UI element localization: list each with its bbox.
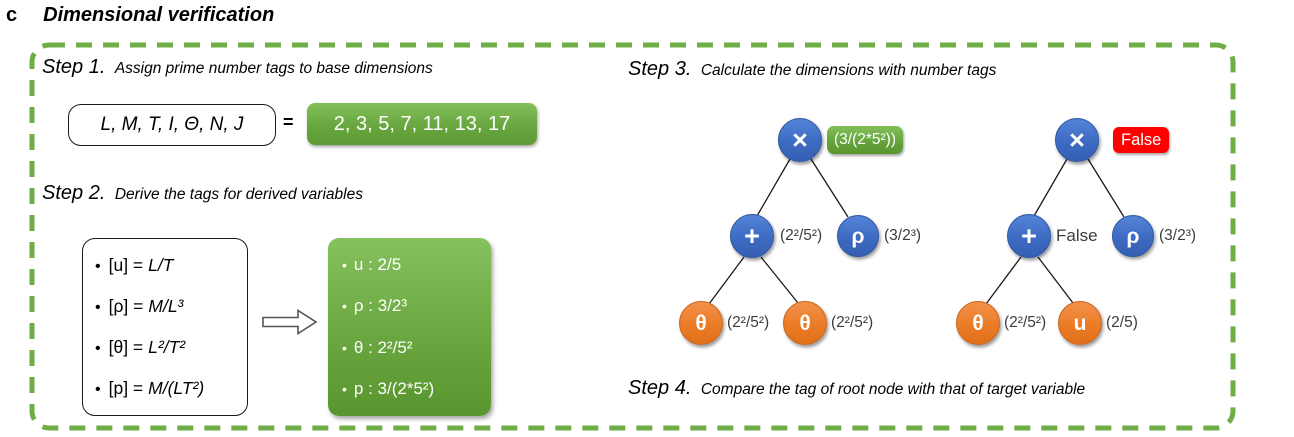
tree-left-theta2-node: θ — [783, 301, 827, 345]
derived-formula: M/(LT²) — [148, 378, 205, 398]
step2-description: Derive the tags for derived variables — [114, 186, 363, 203]
tree-right-plus-node: + — [1007, 214, 1051, 258]
plus-icon: + — [1021, 220, 1037, 251]
derived-formula: M/L³ — [148, 296, 184, 316]
derived-label: [u] = — [108, 255, 144, 275]
prime-tags-box: 2, 3, 5, 7, 11, 13, 17 — [307, 103, 537, 145]
bullet-icon — [342, 338, 354, 358]
bullet-icon — [95, 378, 104, 399]
base-dimensions-box: L, M, T, I, Θ, N, J — [68, 104, 276, 146]
derived-row-p: [p] = M/(LT²) — [95, 378, 247, 399]
tree-left-result-badge: (3/(2*5²)) — [827, 126, 904, 154]
tag-text: ρ : 3/2³ — [353, 296, 408, 316]
tree-right-result-badge: False — [1113, 127, 1170, 153]
derived-label: [θ] = — [108, 337, 144, 357]
step4-description: Compare the tag of root node with that o… — [700, 381, 1086, 398]
multiply-icon: × — [792, 124, 808, 155]
step4-heading: Step 4. Compare the tag of root node wit… — [628, 377, 1085, 400]
tag-row-rho: ρ : 3/2³ — [342, 296, 491, 316]
tag-text: θ : 2²/5² — [353, 337, 413, 357]
plus-icon: + — [744, 220, 760, 251]
derived-row-u: [u] = L/T — [95, 255, 247, 276]
tag-row-theta: θ : 2²/5² — [342, 338, 491, 358]
derived-row-rho: [ρ] = M/L³ — [95, 296, 247, 317]
theta-symbol: θ — [695, 311, 707, 335]
tree-right-rho-node: ρ — [1112, 215, 1154, 257]
rho-symbol: ρ — [1126, 224, 1140, 248]
tree-right-plus-tag: False — [1056, 226, 1098, 245]
prime-tags-text: 2, 3, 5, 7, 11, 13, 17 — [333, 112, 511, 135]
step1-heading: Step 1. Assign prime number tags to base… — [42, 56, 433, 79]
tree-right-u-node: u — [1058, 301, 1102, 345]
implies-arrow-icon — [262, 309, 318, 335]
page-title: Dimensional verification — [43, 4, 275, 26]
tree-left-root-multiply-node: × — [778, 118, 822, 162]
tree-left-plus-node: + — [730, 214, 774, 258]
tree-left-theta1-node: θ — [679, 301, 723, 345]
bullet-icon — [342, 296, 354, 316]
step3-description: Calculate the dimensions with number tag… — [700, 62, 997, 79]
tree-left-rho-node: ρ — [837, 215, 879, 257]
rho-symbol: ρ — [851, 224, 865, 248]
tree-left-plus-tag: (2²/5²) — [780, 227, 823, 244]
step4-number: Step 4. — [628, 377, 692, 399]
tree-right-root-multiply-node: × — [1055, 118, 1099, 162]
equals-sign: = — [283, 112, 294, 132]
tag-text: u : 2/5 — [353, 254, 402, 274]
bullet-icon — [342, 255, 354, 275]
figure-header: c Dimensional verification — [6, 4, 274, 27]
panel-letter: c — [6, 4, 18, 26]
u-symbol: u — [1073, 311, 1087, 335]
bullet-icon — [95, 337, 104, 358]
tag-row-u: u : 2/5 — [342, 255, 491, 275]
tree-right-theta-tag: (2²/5²) — [1004, 314, 1047, 331]
derived-row-theta: [θ] = L²/T² — [95, 337, 247, 358]
tree-right-rho-tag: (3/2³) — [1159, 227, 1197, 244]
tree-right-u-tag: (2/5) — [1106, 314, 1138, 331]
tag-row-p: p : 3/(2*5²) — [342, 379, 491, 399]
derived-label: [p] = — [108, 378, 144, 398]
bullet-icon — [95, 296, 104, 317]
bullet-icon — [95, 255, 104, 276]
bullet-icon — [342, 379, 354, 399]
derived-label: [ρ] = — [108, 296, 144, 316]
step1-number: Step 1. — [42, 56, 106, 78]
tree-left-theta2-tag: (2²/5²) — [831, 314, 874, 331]
derived-formula: L²/T² — [148, 337, 186, 357]
step1-description: Assign prime number tags to base dimensi… — [114, 60, 433, 77]
derived-formula: L/T — [148, 255, 174, 275]
step3-number: Step 3. — [628, 58, 692, 80]
tag-text: p : 3/(2*5²) — [353, 379, 435, 399]
step2-heading: Step 2. Derive the tags for derived vari… — [42, 182, 363, 205]
tree-left-theta1-tag: (2²/5²) — [727, 314, 770, 331]
derived-variables-box: [u] = L/T [ρ] = M/L³ [θ] = L²/T² [p] = M… — [82, 238, 248, 416]
step2-number: Step 2. — [42, 182, 106, 204]
result-text: (3/(2*5²)) — [834, 131, 897, 148]
derived-tags-box: u : 2/5 ρ : 3/2³ θ : 2²/5² p : 3/(2*5²) — [328, 238, 491, 416]
tree-left-rho-tag: (3/2³) — [884, 227, 922, 244]
base-dimensions-text: L, M, T, I, Θ, N, J — [100, 114, 244, 135]
result-text: False — [1121, 130, 1162, 149]
theta-symbol: θ — [799, 311, 811, 335]
step3-heading: Step 3. Calculate the dimensions with nu… — [628, 58, 996, 81]
tree-right-theta-node: θ — [956, 301, 1000, 345]
theta-symbol: θ — [972, 311, 984, 335]
multiply-icon: × — [1069, 124, 1085, 155]
